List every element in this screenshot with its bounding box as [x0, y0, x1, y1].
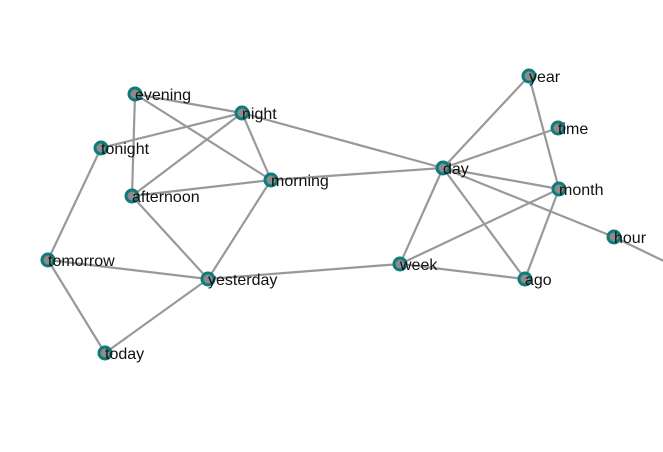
edge-today-yesterday: [104, 278, 209, 354]
edge-night-day: [241, 111, 444, 170]
node-circle-week[interactable]: [392, 256, 408, 272]
edge-week-month: [399, 188, 560, 265]
node-circle-evening[interactable]: [127, 86, 143, 102]
node-label-morning: morning: [271, 173, 329, 190]
node-circle-month[interactable]: [551, 181, 567, 197]
node-label-month: month: [559, 182, 603, 199]
node-circle-time[interactable]: [550, 120, 566, 136]
edge-morning-day: [270, 166, 444, 182]
node-label-afternoon: afternoon: [132, 189, 200, 206]
node-tomorrow[interactable]: tomorrow: [40, 252, 115, 270]
node-yesterday[interactable]: yesterday: [200, 271, 277, 289]
node-label-today: today: [105, 346, 144, 363]
node-circle-morning[interactable]: [263, 172, 279, 188]
node-tonight[interactable]: tonight: [93, 140, 150, 158]
edge-day-ago: [442, 167, 526, 280]
edge-night-tonight: [100, 111, 243, 150]
node-circle-night[interactable]: [234, 105, 250, 121]
node-circle-afternoon[interactable]: [124, 188, 140, 204]
nodes-layer: evening night tonight afternoon morning tomor…: [40, 68, 647, 363]
node-month[interactable]: month: [551, 181, 603, 199]
edge-tomorrow-yesterday: [47, 258, 209, 281]
node-label-ago: ago: [525, 272, 552, 289]
node-time[interactable]: time: [550, 120, 588, 138]
edge-evening-afternoon: [130, 93, 137, 197]
node-label-year: year: [529, 69, 561, 86]
edge-week-day: [398, 167, 445, 265]
node-circle-day[interactable]: [435, 160, 451, 176]
node-circle-year[interactable]: [521, 68, 537, 84]
node-morning[interactable]: morning: [263, 172, 329, 190]
edges-layer: [47, 75, 663, 354]
node-ago[interactable]: ago: [517, 271, 552, 289]
node-week[interactable]: week: [392, 256, 438, 274]
edge-night-afternoon: [131, 112, 243, 197]
node-circle-tonight[interactable]: [93, 140, 109, 156]
node-afternoon[interactable]: afternoon: [124, 188, 200, 206]
edge-morning-yesterday: [207, 179, 272, 280]
edge-afternoon-yesterday: [131, 195, 209, 280]
node-circle-tomorrow[interactable]: [40, 252, 56, 268]
edge-week-ago: [399, 262, 526, 281]
node-evening[interactable]: evening: [127, 86, 191, 104]
node-label-yesterday: yesterday: [208, 272, 277, 289]
node-label-day: day: [443, 161, 469, 178]
node-label-night: night: [242, 106, 277, 123]
node-label-evening: evening: [135, 87, 191, 104]
edge-day-month: [442, 166, 560, 191]
node-circle-yesterday[interactable]: [200, 271, 216, 287]
edge-night-morning: [240, 112, 273, 181]
node-day[interactable]: day: [435, 160, 469, 178]
node-circle-hour[interactable]: [606, 229, 622, 245]
edge-month-ago: [523, 188, 561, 280]
node-label-week: week: [399, 257, 438, 274]
node-circle-ago[interactable]: [517, 271, 533, 287]
node-today[interactable]: today: [97, 345, 144, 363]
edge-year-month: [527, 75, 561, 190]
node-hour[interactable]: hour: [606, 229, 647, 247]
node-label-hour: hour: [614, 230, 647, 247]
node-label-time: time: [558, 121, 588, 138]
edge-afternoon-morning: [131, 178, 272, 198]
edge-evening-night: [134, 92, 243, 115]
node-label-tomorrow: tomorrow: [48, 253, 115, 270]
node-circle-today[interactable]: [97, 345, 113, 361]
edge-tomorrow-today: [47, 259, 106, 354]
edge-yesterday-week: [207, 262, 401, 281]
edge-day-year: [442, 75, 530, 169]
edge-day-time: [442, 126, 559, 170]
node-year[interactable]: year: [521, 68, 561, 86]
node-night[interactable]: night: [234, 105, 277, 123]
edge-hour-offscreen: [613, 236, 663, 262]
edge-evening-morning: [134, 93, 272, 181]
edge-tonight-tomorrow: [47, 147, 102, 261]
edge-day-hour: [442, 166, 615, 239]
node-label-tonight: tonight: [101, 141, 150, 158]
